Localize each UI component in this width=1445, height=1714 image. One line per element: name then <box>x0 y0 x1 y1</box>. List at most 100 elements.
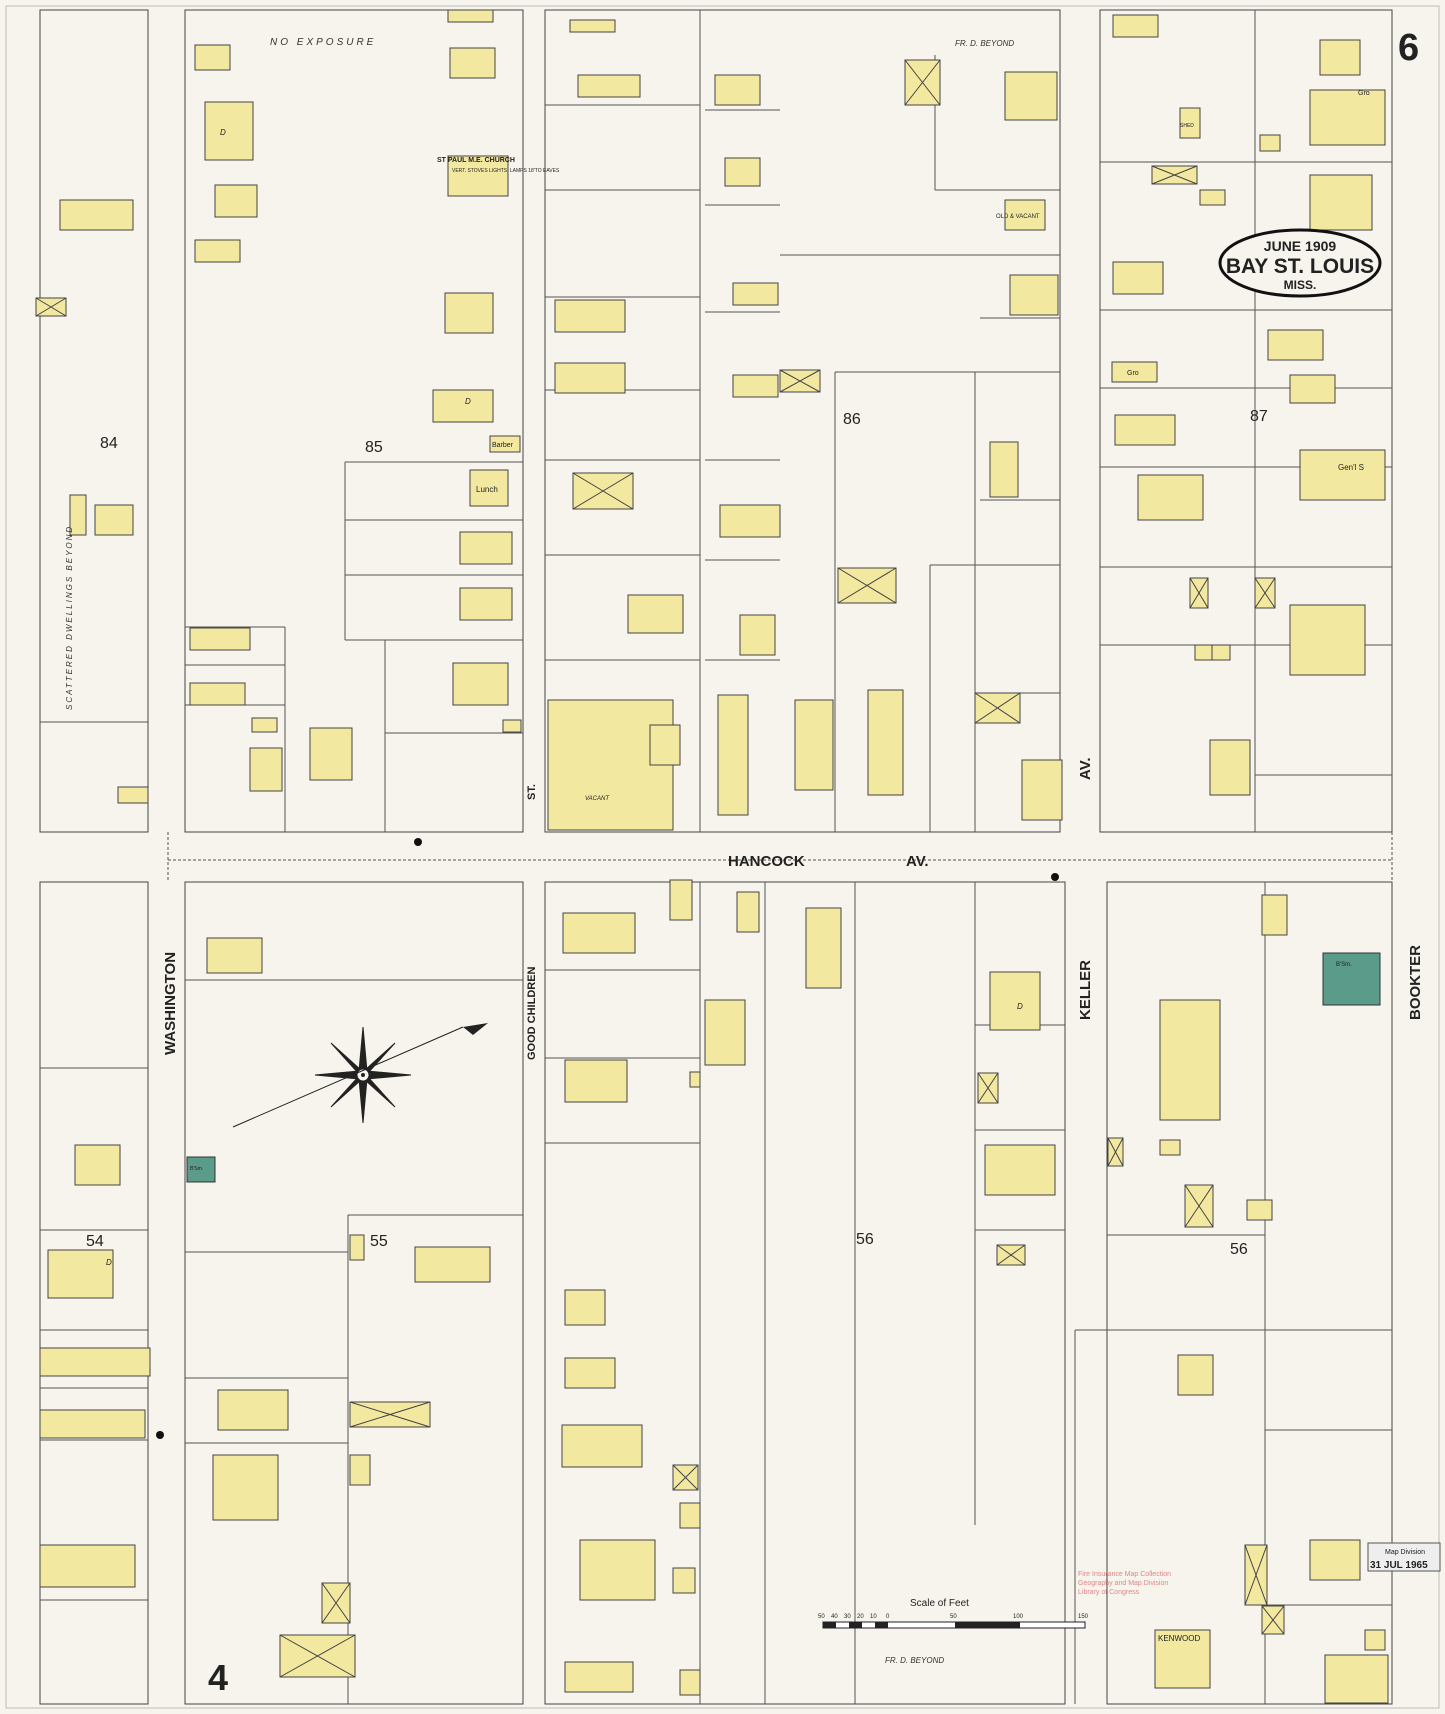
building <box>1112 261 1164 295</box>
building <box>1319 39 1361 76</box>
building <box>1259 134 1281 152</box>
block-number: 85 <box>365 439 383 456</box>
label-church: ST PAUL M.E. CHURCH <box>437 157 515 164</box>
building <box>719 504 781 538</box>
vacant <box>649 724 681 766</box>
lumber <box>669 879 693 921</box>
label-dwelling: D <box>1017 1002 1023 1011</box>
building <box>627 594 684 634</box>
hydrant-icon <box>414 838 422 846</box>
building <box>1004 71 1058 121</box>
label-scattered: SCATTERED DWELLINGS BEYOND <box>65 525 74 710</box>
street-keller-av: AV. <box>1077 757 1094 780</box>
receipt-stamp <box>1367 1542 1441 1572</box>
scale-tick: 50 <box>950 1614 957 1620</box>
building <box>447 9 494 23</box>
brick-stone-building <box>1322 952 1381 1006</box>
kenwood <box>1154 1629 1211 1689</box>
building <box>204 101 254 161</box>
bottom-number: 4 <box>208 1657 228 1698</box>
building <box>577 74 641 98</box>
building <box>736 891 760 933</box>
label-bsm: B'Sm. <box>190 1166 203 1172</box>
label-shed: SHED <box>1180 123 1194 129</box>
building <box>47 1249 114 1299</box>
shed <box>672 1567 696 1594</box>
scale-ticks: 50 40 30 20 10 0 50 100 150 <box>818 1614 1089 1620</box>
shed <box>349 1454 371 1486</box>
label-vacant: VACANT <box>585 796 610 802</box>
building <box>1289 374 1336 404</box>
label-fr-d-beyond: FR. D. BEYOND <box>955 39 1014 48</box>
title-date: JUNE 1909 <box>1264 238 1337 254</box>
block-85 <box>184 9 524 833</box>
title-state: MISS. <box>1284 278 1317 292</box>
building <box>554 362 626 394</box>
building <box>1211 644 1231 661</box>
buildings <box>35 9 1389 1704</box>
watermark: Fire Insurance Map Collection Geography … <box>1078 1571 1171 1596</box>
street-good-children: GOOD CHILDREN <box>526 966 538 1060</box>
building <box>194 44 231 71</box>
grocery <box>1309 89 1386 146</box>
sheet-number: 6 <box>1398 27 1419 69</box>
building <box>74 1144 121 1186</box>
building <box>724 157 761 187</box>
building <box>689 1071 701 1088</box>
building <box>459 587 513 621</box>
block-number: 56 <box>1230 1241 1248 1258</box>
street-hancock: HANCOCK <box>728 853 805 870</box>
block-54 <box>39 881 149 1705</box>
building <box>704 999 746 1066</box>
block-number: 84 <box>100 435 118 452</box>
building <box>444 292 494 334</box>
scale-bar <box>822 1621 1086 1629</box>
building <box>1009 274 1059 316</box>
building <box>1324 1654 1389 1704</box>
building <box>1159 999 1221 1121</box>
general-store <box>1299 449 1386 501</box>
building <box>984 1144 1056 1196</box>
building <box>39 1347 151 1377</box>
building <box>39 1544 136 1588</box>
lunch <box>469 469 509 507</box>
scale-tick: 40 <box>831 1614 838 1620</box>
text-layer: 6 4 JUNE 1909 BAY ST. LOUIS MISS. HANCOC… <box>65 27 1428 1698</box>
scale-tick: 50 <box>818 1614 825 1620</box>
water-pipe <box>167 832 1392 882</box>
building <box>189 682 246 706</box>
building <box>739 614 776 656</box>
scale-tick: 30 <box>844 1614 851 1620</box>
scale-tick: 150 <box>1078 1614 1089 1620</box>
street-washington: WASHINGTON <box>162 952 179 1055</box>
scale-tick: 10 <box>870 1614 877 1620</box>
building <box>251 717 278 733</box>
label-no-exposure: NO EXPOSURE <box>270 37 376 48</box>
building <box>69 494 87 536</box>
building <box>1364 1629 1386 1651</box>
hydrant-icon <box>156 1431 164 1439</box>
building <box>564 1357 616 1389</box>
building <box>212 1454 279 1521</box>
grocery <box>1111 361 1158 383</box>
brick-stone-building <box>186 1156 216 1183</box>
building <box>59 199 134 231</box>
building <box>1209 739 1251 796</box>
building <box>564 1059 628 1103</box>
label-dwelling: D <box>220 128 226 137</box>
watermark-line: Fire Insurance Map Collection <box>1078 1571 1171 1578</box>
building <box>414 1246 491 1283</box>
shed <box>349 1234 365 1261</box>
label-kenwood: KENWOOD <box>1158 1634 1200 1643</box>
building <box>867 689 904 796</box>
page-border <box>5 5 1440 1709</box>
building <box>805 907 842 989</box>
label-barber: Barber <box>492 442 514 449</box>
scale-tick: 0 <box>886 1614 890 1620</box>
scale-tick: 100 <box>1013 1614 1024 1620</box>
scale-title: Scale of Feet <box>910 1598 969 1609</box>
block-number: 86 <box>843 411 861 428</box>
building <box>564 1661 634 1693</box>
label-church-sub: VERT. STOVES LIGHTS: LAMPS 18'TO EAVES <box>452 168 560 174</box>
label-lunch: Lunch <box>476 485 498 494</box>
